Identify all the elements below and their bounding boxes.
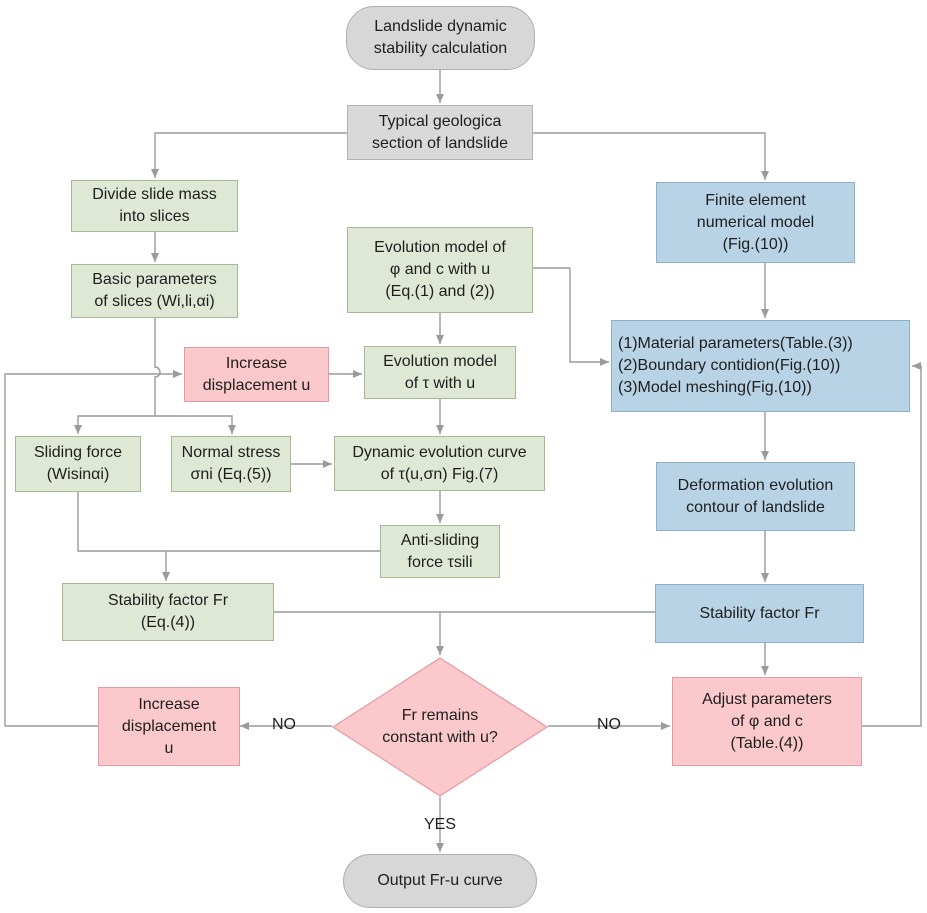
basic-parameters-line-2: of slices (Wi,li,αi) [94, 293, 215, 310]
arrow-section-to-fe [533, 132, 769, 180]
adjust-parameters-line-2: of φ and c [731, 712, 803, 730]
increase-displacement-bottom-line-2: displacement [121, 717, 217, 735]
material-parameters-box: (1)Material parameters(Table.(3)) (2)Bou… [611, 320, 910, 412]
stability-factor-left-line-1: Stability factor Fr [107, 592, 229, 609]
arrow-evolution-phi-to-material [533, 267, 609, 366]
evolution-phi-c-box: Evolution model of φ and c with u (Eq.(1… [347, 227, 533, 313]
start-terminal: Landslide dynamic stability calculation [346, 6, 535, 70]
material-parameters-line-3: (3)Model meshing(Fig.(10)) [618, 379, 812, 396]
increase-displacement-top-line-1: Increase [225, 354, 288, 372]
typical-section-line-1: Typical geologica [378, 112, 502, 130]
normal-stress-line-2: σni (Eq.(5)) [190, 466, 272, 483]
sliding-force-box: Sliding force (Wisinαi) [15, 436, 141, 492]
divide-slices-box: Divide slide mass into slices [71, 180, 238, 232]
evolution-phi-c-line-1: Evolution model of [374, 239, 506, 256]
stability-factor-left-line-2: (Eq.(4)) [140, 614, 196, 631]
dynamic-evolution-curve-line-1: Dynamic evolution curve [352, 443, 527, 461]
typical-section-line-2: section of landslide [371, 134, 509, 152]
arrow-section-to-divide [151, 132, 347, 178]
divide-slices-line-2: into slices [119, 208, 190, 225]
adjust-parameters-line-3: (Table.(4)) [730, 734, 804, 752]
normal-stress-line-1: Normal stress [181, 444, 281, 461]
basic-parameters-line-1: Basic parameters [92, 271, 217, 288]
arrow-basic-to-sliding [74, 415, 155, 434]
finite-element-line-2: numerical model [696, 213, 815, 231]
output-terminal-line-1: Output Fr-u curve [377, 872, 503, 889]
output-terminal: Output Fr-u curve [343, 854, 537, 908]
arrow-basic-to-normal [155, 415, 236, 434]
sliding-force-line-2: (Wisinαi) [46, 466, 110, 483]
start-terminal-line-1: Landslide dynamic [374, 18, 507, 35]
no-label-right: NO [597, 716, 621, 733]
anti-sliding-force-box: Anti-sliding force τsili [380, 525, 500, 578]
decision-line-2: constant with u? [382, 729, 498, 746]
evolution-tau-box: Evolution model of τ with u [364, 346, 516, 399]
sliding-force-line-1: Sliding force [33, 444, 123, 461]
arrow-basic-down [154, 318, 161, 416]
deformation-contour-box: Deformation evolution contour of landsli… [656, 462, 855, 531]
start-terminal-line-2: stability calculation [373, 40, 508, 57]
arrow-loop-left [4, 370, 182, 727]
stability-factor-right-box: Stability factor Fr [655, 584, 864, 643]
stability-factor-left-box: Stability factor Fr (Eq.(4)) [62, 583, 274, 641]
dynamic-evolution-curve-box: Dynamic evolution curve of τ(u,σn) Fig.(… [334, 436, 545, 491]
yes-label: YES [424, 816, 457, 833]
anti-sliding-line-1: Anti-sliding [400, 531, 480, 549]
decision-line-1: Fr remains [401, 707, 479, 724]
evolution-phi-c-line-3: (Eq.(1) and (2)) [385, 283, 495, 300]
deformation-contour-line-1: Deformation evolution [677, 476, 834, 494]
stability-factor-right-line-1: Stability factor Fr [699, 604, 820, 622]
adjust-parameters-line-1: Adjust parameters [702, 690, 832, 708]
line-sliding-to-join [77, 492, 380, 552]
finite-element-line-1: Finite element [705, 191, 806, 209]
increase-displacement-bottom-line-1: Increase [138, 695, 200, 713]
finite-element-box: Finite element numerical model (Fig.(10)… [656, 182, 855, 263]
deformation-contour-line-2: contour of landslide [686, 498, 825, 516]
dynamic-evolution-curve-line-2: of τ(u,σn) Fig.(7) [380, 465, 499, 483]
material-parameters-line-1: (1)Material parameters(Table.(3)) [618, 335, 853, 352]
typical-section-box: Typical geologica section of landslide [347, 105, 533, 160]
normal-stress-box: Normal stress σni (Eq.(5)) [171, 436, 291, 492]
increase-displacement-bottom-line-3: u [164, 739, 174, 757]
evolution-phi-c-line-2: φ and c with u [389, 261, 491, 278]
finite-element-line-3: (Fig.(10)) [722, 235, 789, 253]
increase-displacement-top-box: Increase displacement u [184, 347, 329, 402]
increase-displacement-bottom-box: Increase displacement u [98, 687, 240, 766]
evolution-tau-line-2: of τ with u [404, 374, 476, 392]
adjust-parameters-box: Adjust parameters of φ and c (Table.(4)) [672, 677, 862, 766]
divide-slices-line-1: Divide slide mass [92, 186, 217, 203]
arrow-loop-right [862, 362, 922, 727]
no-label-left: NO [272, 716, 296, 733]
basic-parameters-box: Basic parameters of slices (Wi,li,αi) [71, 264, 238, 318]
anti-sliding-line-2: force τsili [407, 553, 473, 571]
decision-diamond [332, 657, 548, 797]
evolution-tau-line-1: Evolution model [383, 352, 497, 370]
increase-displacement-top-line-2: displacement u [202, 376, 311, 394]
decision-text: Fr remains constant with u? [332, 657, 548, 797]
material-parameters-line-2: (2)Boundary contidion(Fig.(10)) [618, 357, 841, 374]
